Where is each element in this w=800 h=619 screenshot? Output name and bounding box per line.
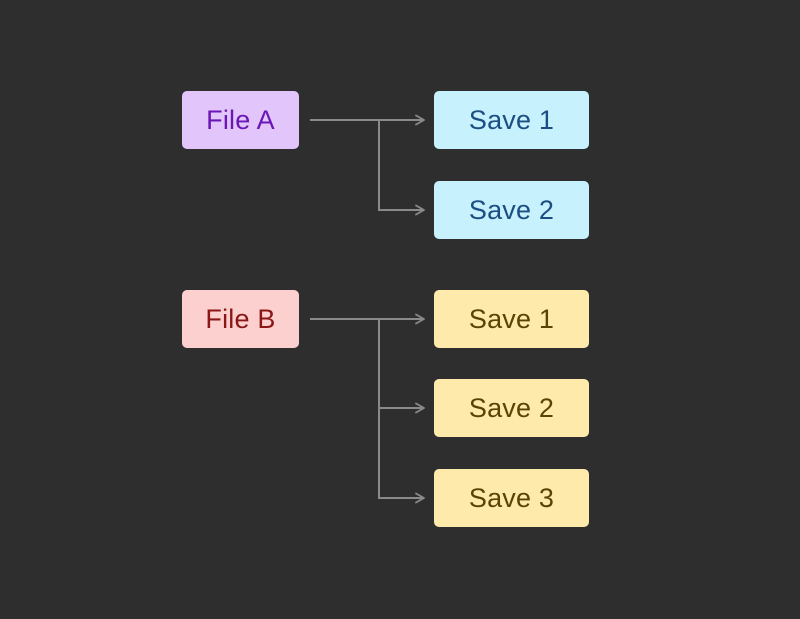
save-node-b-1[interactable]: Save 1 bbox=[434, 290, 589, 348]
save-node-a-1[interactable]: Save 1 bbox=[434, 91, 589, 149]
save-node-a-2-label: Save 2 bbox=[468, 194, 555, 225]
save-node-b-2-label: Save 2 bbox=[468, 392, 555, 423]
file-node-b-label: File B bbox=[205, 303, 276, 334]
save-node-b-3[interactable]: Save 3 bbox=[434, 469, 589, 527]
save-node-a-2[interactable]: Save 2 bbox=[434, 181, 589, 239]
connector-file-b-to-save-3 bbox=[378, 408, 425, 504]
connector-file-a-to-save-2 bbox=[378, 120, 425, 216]
save-node-b-2[interactable]: Save 2 bbox=[434, 379, 589, 437]
file-node-b[interactable]: File B bbox=[182, 290, 299, 348]
file-node-a-label: File A bbox=[206, 104, 275, 135]
save-node-b-3-label: Save 3 bbox=[468, 482, 555, 513]
file-node-a[interactable]: File A bbox=[182, 91, 299, 149]
save-node-a-1-label: Save 1 bbox=[468, 104, 555, 135]
connector-file-b-to-save-2 bbox=[378, 319, 425, 414]
save-node-b-1-label: Save 1 bbox=[468, 303, 555, 334]
